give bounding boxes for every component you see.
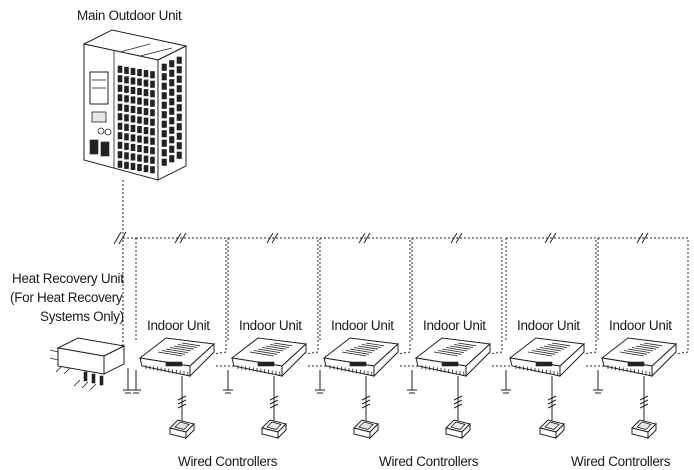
- indoor-unit-group: Indoor Unit: [407, 232, 512, 440]
- indoor-unit-label: Indoor Unit: [423, 318, 486, 333]
- branch-pipe-line: [135, 237, 227, 355]
- hru-label-line3: Systems Only): [40, 309, 124, 324]
- indoor-unit-label: Indoor Unit: [147, 318, 210, 333]
- indoor-cassette-drawing: [508, 337, 586, 378]
- hru-label-line1: Heat Recovery Unit: [12, 271, 124, 286]
- indoor-unit-group: Indoor Unit: [593, 232, 689, 440]
- indoor-unit-group: Indoor Unit: [501, 232, 604, 440]
- indoor-cassette-drawing: [138, 337, 216, 378]
- ground-symbol: [407, 370, 417, 394]
- wiring-slash-mark: [113, 231, 127, 245]
- branch-pipe-line: [227, 237, 319, 355]
- hru-label-line2: (For Heat Recovery: [10, 290, 123, 305]
- wiring-slash-mark: [450, 232, 463, 244]
- indoor-cassette-drawing: [230, 337, 308, 378]
- outdoor-unit-label: Main Outdoor Unit: [77, 8, 182, 23]
- ground-symbol: [593, 370, 603, 394]
- controller-cable: [269, 376, 279, 422]
- branch-pipe-line: [505, 237, 597, 355]
- wired-controller-icon: [169, 419, 195, 440]
- outdoor-unit-drawing: [82, 29, 188, 181]
- wiring-slash-mark: [358, 232, 371, 244]
- controller-cable: [177, 376, 187, 422]
- wired-controller-icon: [261, 419, 287, 440]
- wired-controller-icon: [631, 419, 657, 440]
- indoor-cassette-drawing: [414, 337, 492, 378]
- indoor-unit-group: Indoor Unit: [223, 232, 326, 440]
- wired-controllers-label: Wired Controllers: [571, 454, 671, 469]
- branch-pipe-line: [597, 237, 689, 355]
- controller-cable: [639, 376, 649, 422]
- heat-recovery-unit-drawing: [49, 337, 126, 391]
- ground-symbol: [223, 370, 233, 394]
- controller-cable: [453, 376, 463, 422]
- branch-pipe-line: [319, 237, 411, 355]
- indoor-unit-label: Indoor Unit: [609, 318, 672, 333]
- wired-controllers-label: Wired Controllers: [379, 454, 479, 469]
- ground-symbol: [131, 370, 141, 394]
- wiring-slash-mark: [636, 232, 649, 244]
- ground-symbol: [315, 370, 325, 394]
- indoor-cassette-drawing: [600, 337, 678, 378]
- wiring-slash-mark: [174, 232, 187, 244]
- indoor-unit-label: Indoor Unit: [331, 318, 394, 333]
- branch-pipe-line: [411, 237, 503, 355]
- controller-cable: [547, 376, 557, 422]
- wired-controllers-label: Wired Controllers: [178, 454, 278, 469]
- wired-controller-icon: [445, 419, 471, 440]
- indoor-cassette-drawing: [322, 337, 400, 378]
- controller-cable: [361, 376, 371, 422]
- wired-controller-icon: [353, 419, 379, 440]
- wiring-slash-mark: [544, 232, 557, 244]
- wiring-slash-mark: [266, 232, 279, 244]
- indoor-unit-label: Indoor Unit: [517, 318, 580, 333]
- indoor-unit-group: Indoor Unit: [131, 232, 234, 440]
- indoor-unit-label: Indoor Unit: [239, 318, 302, 333]
- ground-symbol: [123, 368, 133, 394]
- ground-symbol: [501, 370, 511, 394]
- wired-controller-icon: [539, 419, 565, 440]
- indoor-unit-group: Indoor Unit: [315, 232, 418, 440]
